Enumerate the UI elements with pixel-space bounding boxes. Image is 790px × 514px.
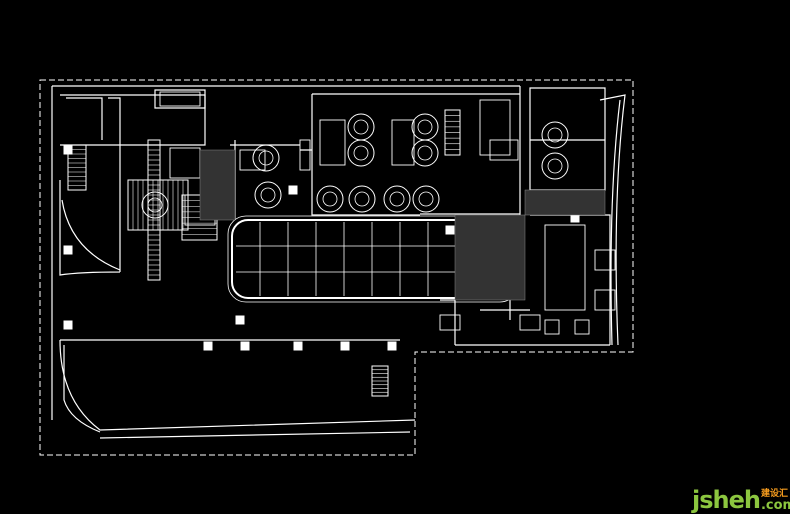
round-table (541, 121, 569, 149)
furniture-block (299, 139, 311, 171)
round-table (347, 113, 375, 141)
round-table-top (260, 187, 276, 203)
furniture-block (239, 149, 266, 171)
column (235, 315, 245, 325)
hatched-zone (199, 149, 236, 221)
watermark-logo: jsheh 建设汇 .com (692, 482, 790, 512)
furniture-block (544, 319, 560, 335)
column (240, 341, 250, 351)
column (203, 341, 213, 351)
round-table (254, 181, 282, 209)
column (63, 145, 73, 155)
furniture-block (439, 314, 461, 331)
column (387, 341, 397, 351)
furniture-block (594, 249, 616, 271)
watermark-chinese: 建设汇 (760, 489, 788, 499)
round-table (141, 191, 169, 219)
site-boundary (39, 79, 634, 456)
furniture-block (594, 289, 616, 311)
round-table (412, 185, 440, 213)
round-table (411, 139, 439, 167)
round-table-top (417, 145, 433, 161)
round-table-top (389, 191, 405, 207)
furniture-block (544, 224, 586, 311)
round-table (348, 185, 376, 213)
round-table-top (547, 127, 563, 143)
furniture-block (159, 91, 201, 107)
furniture-block (574, 319, 590, 335)
round-table (316, 185, 344, 213)
round-table-top (322, 191, 338, 207)
round-table (411, 113, 439, 141)
column (288, 185, 298, 195)
column (63, 245, 73, 255)
building-walls (51, 85, 626, 439)
column (293, 341, 303, 351)
furniture-block (391, 119, 415, 166)
furniture-block (169, 147, 201, 179)
round-table-top (354, 191, 370, 207)
round-table-top (147, 197, 163, 213)
round-table-top (353, 145, 369, 161)
round-table-top (417, 119, 433, 135)
round-table-top (547, 158, 563, 174)
round-table-top (353, 119, 369, 135)
watermark-brand: jsheh (692, 486, 761, 514)
furniture-block (519, 314, 541, 331)
round-table-top (258, 150, 274, 166)
round-tables (141, 113, 569, 219)
furniture-block (479, 99, 511, 156)
column (340, 341, 350, 351)
round-table (383, 185, 411, 213)
furniture-block (489, 139, 519, 161)
round-table (252, 144, 280, 172)
stairs (67, 109, 461, 397)
furniture-blocks (63, 91, 616, 351)
hatched-areas (199, 149, 606, 301)
watermark-domain: .com (760, 498, 790, 513)
round-table-top (418, 191, 434, 207)
furniture-block (319, 119, 346, 166)
hatched-zone (454, 214, 526, 301)
column (63, 320, 73, 330)
column (445, 225, 455, 235)
round-table (347, 139, 375, 167)
round-table (541, 152, 569, 180)
hatched-zone (524, 189, 606, 216)
